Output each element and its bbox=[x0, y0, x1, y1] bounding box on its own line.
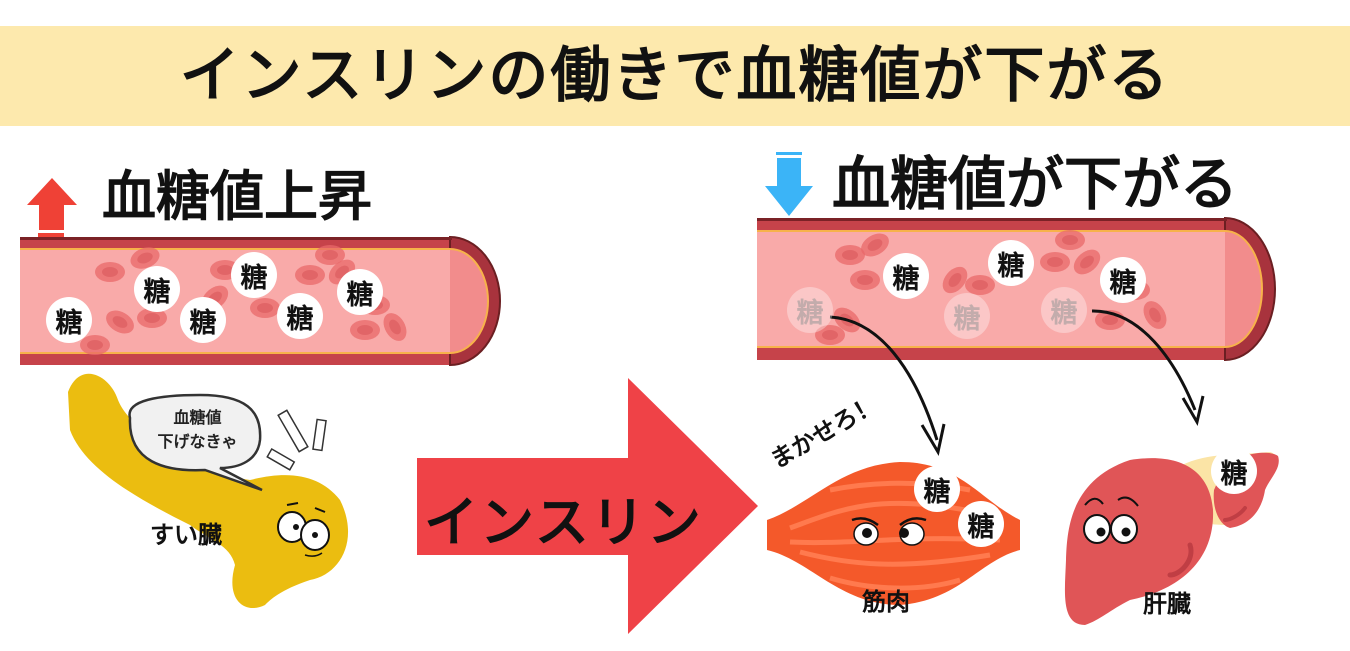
insulin-arrow-shape bbox=[417, 378, 758, 634]
muscle-label: 筋肉 bbox=[862, 588, 910, 616]
falling-heading: 血糖値が下がる bbox=[832, 150, 1239, 218]
insulin-label: インスリン bbox=[424, 491, 703, 554]
speech-line-1: 血糖値 bbox=[173, 408, 222, 427]
page-title: インスリンの働きで血糖値が下がる bbox=[179, 41, 1171, 111]
sugar-molecule: 糖 bbox=[988, 240, 1034, 286]
title-banner bbox=[0, 26, 1350, 126]
faded-sugar-molecule: 糖 bbox=[1041, 287, 1087, 333]
sugar-molecule: 糖 bbox=[180, 297, 226, 343]
faded-sugar-molecule: 糖 bbox=[944, 293, 990, 339]
pancreas-face bbox=[277, 502, 330, 557]
liver-sugar-molecule: 糖 bbox=[1211, 448, 1257, 494]
sugar-molecule: 糖 bbox=[46, 297, 92, 343]
up-arrow-icon bbox=[27, 178, 77, 237]
pancreas-label: すい臓 bbox=[150, 521, 222, 549]
down-arrow-icon bbox=[765, 152, 813, 216]
transfer-arrow-liver bbox=[1091, 309, 1205, 427]
speech-line-2: 下げなきゃ bbox=[157, 432, 238, 451]
rising-heading: 血糖値上昇 bbox=[102, 165, 372, 228]
blood-vessel-right bbox=[757, 216, 1276, 362]
muscle-sugar-molecule: 糖 bbox=[914, 466, 960, 512]
sugar-molecule: 糖 bbox=[1100, 257, 1146, 303]
faded-sugar-molecule: 糖 bbox=[787, 287, 833, 333]
sugar-molecule: 糖 bbox=[231, 252, 277, 298]
sugar-molecule: 糖 bbox=[337, 269, 383, 315]
muscle-sugar-molecule: 糖 bbox=[958, 501, 1004, 547]
transfer-arrow-muscle bbox=[829, 315, 946, 457]
sugar-molecule: 糖 bbox=[277, 293, 323, 339]
sugar-molecule: 糖 bbox=[883, 253, 929, 299]
pancreas-illustration bbox=[68, 373, 349, 609]
sugar-molecule: 糖 bbox=[134, 266, 180, 312]
liver-label: 肝臓 bbox=[1143, 590, 1191, 618]
pancreas-speech-bubble: 血糖値 下げなきゃ bbox=[140, 406, 255, 454]
